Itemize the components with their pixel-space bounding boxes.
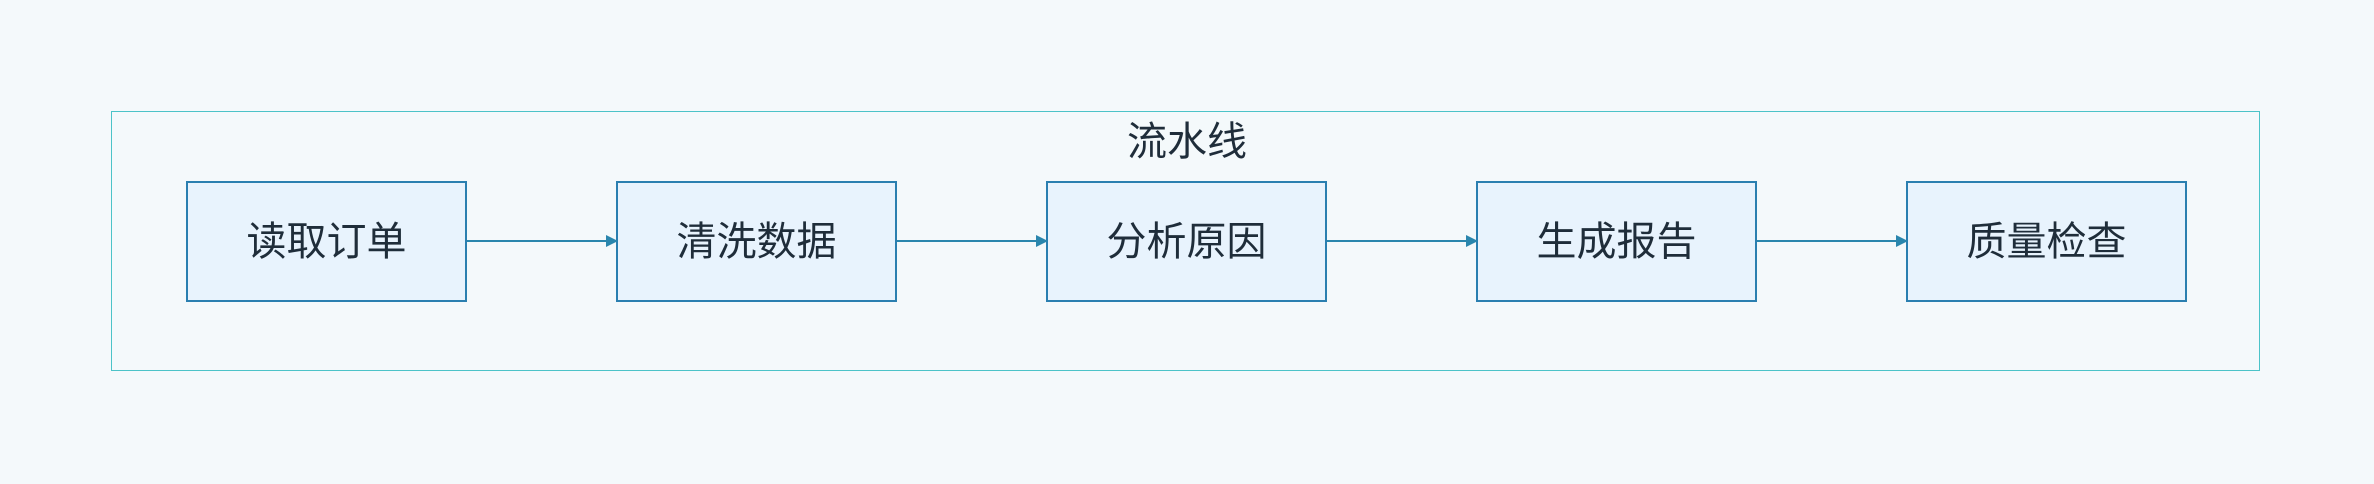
node-label: 清洗数据 [676, 218, 837, 265]
pipeline-group [111, 111, 2260, 371]
pipeline-group-title: 流水线 [1127, 119, 1247, 165]
node-generate-report[interactable]: 生成报告 [1476, 181, 1757, 302]
node-label: 读取订单 [246, 218, 407, 265]
node-clean-data[interactable]: 清洗数据 [616, 181, 897, 302]
node-analyze-causes[interactable]: 分析原因 [1046, 181, 1327, 302]
node-read-orders[interactable]: 读取订单 [186, 181, 467, 302]
node-quality-check[interactable]: 质量检查 [1906, 181, 2187, 302]
node-label: 生成报告 [1536, 218, 1697, 265]
node-label: 分析原因 [1106, 218, 1267, 265]
node-label: 质量检查 [1966, 218, 2127, 265]
